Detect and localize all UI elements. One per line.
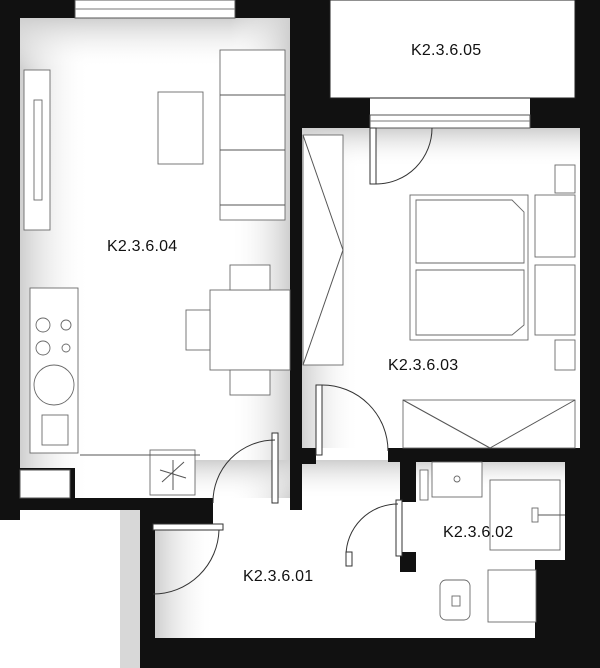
- windows: [19, 0, 531, 499]
- room-label-balcony: K2.3.6.05: [411, 42, 482, 59]
- living-kitchen-furniture: [23, 49, 291, 496]
- bedroom-furniture: [302, 134, 576, 449]
- room-label-living-kitchen: K2.3.6.04: [107, 238, 178, 255]
- room-label-hallway: K2.3.6.01: [243, 568, 314, 585]
- room-label-bathroom: K2.3.6.02: [443, 524, 514, 541]
- room-label-bedroom: K2.3.6.03: [388, 357, 459, 374]
- doors: [152, 127, 433, 595]
- balcony-railing: [329, 0, 576, 99]
- bathroom-furniture: [419, 461, 565, 623]
